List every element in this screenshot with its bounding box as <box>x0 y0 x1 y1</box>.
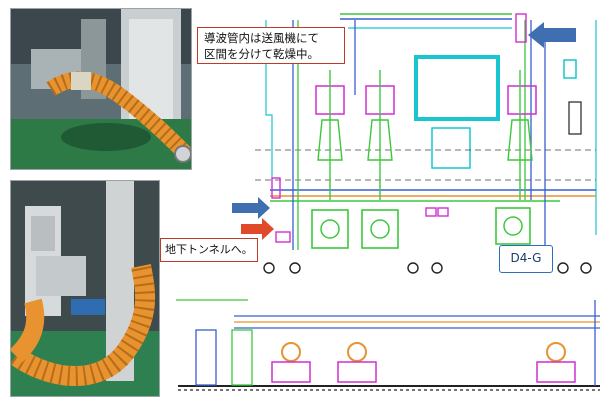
klystron-unit-1 <box>311 70 349 249</box>
photo-duct-blower-hall <box>10 8 192 170</box>
drying-note-line2: 区間を分けて乾燥中。 <box>204 47 319 61</box>
drying-note-line1: 導波管内は送風機にて <box>204 31 319 45</box>
horizontal-waveguide-runs <box>270 13 596 202</box>
klystron-elevation-3 <box>536 342 576 383</box>
unit-label-d4g: D4-G <box>499 245 553 273</box>
klystron-elevation-2 <box>337 342 377 383</box>
callout-drying-note: 導波管内は送風機にて 区間を分けて乾燥中。 <box>197 27 345 64</box>
arrow-right-red <box>241 218 274 240</box>
arrow-left-blue <box>528 22 576 48</box>
small-magenta-blocks <box>271 13 527 243</box>
lower-row-markers <box>263 262 592 274</box>
building-outline <box>265 20 597 235</box>
arrow-right-blue <box>232 197 270 219</box>
equipment-box-large <box>414 55 500 121</box>
callout-tunnel-note: 地下トンネルへ。 <box>160 238 258 262</box>
photo-duct-cabinet <box>10 180 160 397</box>
klystron-unit-3 <box>495 70 537 245</box>
klystron-elevation-1 <box>271 342 311 383</box>
elevation-view <box>176 299 600 391</box>
equipment-box-small <box>431 127 471 169</box>
klystron-unit-2 <box>361 70 399 249</box>
